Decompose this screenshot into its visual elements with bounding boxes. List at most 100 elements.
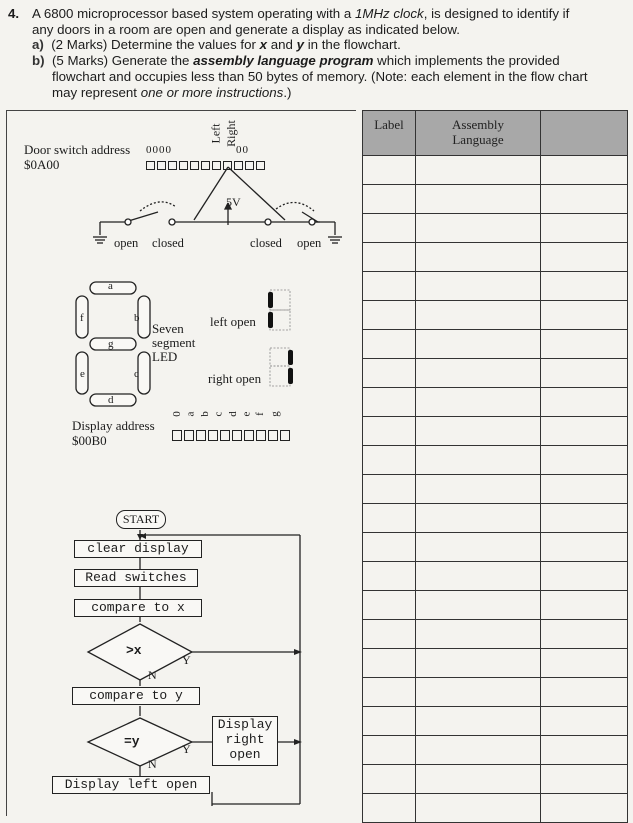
decision-y-yes: Y [182, 742, 191, 756]
part-a: a) (2 Marks) Determine the values for x … [32, 37, 632, 53]
extra-cell[interactable] [540, 329, 628, 359]
extra-cell[interactable] [540, 213, 628, 243]
extra-cell[interactable] [540, 619, 628, 649]
label-cell[interactable] [362, 474, 416, 504]
part-a-x: x [259, 37, 268, 52]
extra-cell[interactable] [540, 706, 628, 736]
label-cell[interactable] [362, 242, 416, 272]
switch-bit-zeros: 0000 [146, 144, 172, 156]
extra-cell[interactable] [540, 793, 628, 823]
assembly-cell[interactable] [415, 271, 541, 301]
assembly-cell[interactable] [415, 445, 541, 475]
table-row [362, 532, 628, 562]
label-cell[interactable] [362, 445, 416, 475]
assembly-cell[interactable] [415, 735, 541, 765]
assembly-cell[interactable] [415, 184, 541, 214]
label-cell[interactable] [362, 648, 416, 678]
label-cell[interactable] [362, 300, 416, 330]
table-row [362, 619, 628, 649]
assembly-cell[interactable] [415, 416, 541, 446]
label-cell[interactable] [362, 706, 416, 736]
label-cell[interactable] [362, 735, 416, 765]
assembly-cell[interactable] [415, 764, 541, 794]
label-cell[interactable] [362, 503, 416, 533]
assembly-cell[interactable] [415, 155, 541, 185]
label-cell[interactable] [362, 387, 416, 417]
label-cell[interactable] [362, 590, 416, 620]
extra-cell[interactable] [540, 532, 628, 562]
table-row [362, 474, 628, 504]
label-cell[interactable] [362, 329, 416, 359]
assembly-cell[interactable] [415, 648, 541, 678]
seg-f-label: f [80, 312, 84, 324]
part-a-end: in the flowchart. [304, 37, 401, 52]
extra-cell[interactable] [540, 358, 628, 388]
label-cell[interactable] [362, 184, 416, 214]
label-cell[interactable] [362, 416, 416, 446]
assembly-cell[interactable] [415, 503, 541, 533]
header-extra [540, 110, 628, 156]
extra-cell[interactable] [540, 416, 628, 446]
assembly-cell[interactable] [415, 242, 541, 272]
part-b-line3: may represent one or more instructions.) [52, 85, 632, 101]
label-cell[interactable] [362, 271, 416, 301]
extra-cell[interactable] [540, 445, 628, 475]
part-a-and: and [267, 37, 297, 52]
extra-cell[interactable] [540, 184, 628, 214]
table-row [362, 242, 628, 272]
label-cell[interactable] [362, 358, 416, 388]
extra-cell[interactable] [540, 242, 628, 272]
extra-cell[interactable] [540, 561, 628, 591]
extra-cell[interactable] [540, 677, 628, 707]
label-cell[interactable] [362, 793, 416, 823]
seg-e-label: e [80, 368, 85, 380]
assembly-cell[interactable] [415, 387, 541, 417]
table-row [362, 387, 628, 417]
question-number: 4. [8, 6, 20, 21]
right-open-label: open [297, 236, 322, 250]
label-cell[interactable] [362, 532, 416, 562]
assembly-cell[interactable] [415, 706, 541, 736]
extra-cell[interactable] [540, 155, 628, 185]
extra-cell[interactable] [540, 735, 628, 765]
extra-cell[interactable] [540, 271, 628, 301]
extra-cell[interactable] [540, 764, 628, 794]
label-cell[interactable] [362, 677, 416, 707]
assembly-cell[interactable] [415, 329, 541, 359]
compare-x-text: compare to x [91, 600, 185, 615]
assembly-cell[interactable] [415, 677, 541, 707]
table-row [362, 155, 628, 185]
switch-circuit [93, 166, 342, 244]
table-row [362, 561, 628, 591]
assembly-cell[interactable] [415, 213, 541, 243]
extra-cell[interactable] [540, 387, 628, 417]
assembly-cell[interactable] [415, 793, 541, 823]
table-row [362, 793, 628, 823]
left-closed-label: closed [152, 236, 184, 250]
assembly-cell[interactable] [415, 358, 541, 388]
door-switch-label: Door switch address $0A00 [24, 142, 130, 172]
label-cell[interactable] [362, 213, 416, 243]
extra-cell[interactable] [540, 300, 628, 330]
assembly-cell[interactable] [415, 619, 541, 649]
extra-cell[interactable] [540, 590, 628, 620]
label-cell[interactable] [362, 561, 416, 591]
assembly-cell[interactable] [415, 474, 541, 504]
extra-cell[interactable] [540, 648, 628, 678]
label-cell[interactable] [362, 764, 416, 794]
label-cell[interactable] [362, 155, 416, 185]
extra-cell[interactable] [540, 474, 628, 504]
decision-y-label: =y [124, 734, 140, 749]
part-a-label: a) [32, 37, 44, 52]
assembly-cell[interactable] [415, 561, 541, 591]
header-assembly: Assembly Language [415, 110, 541, 156]
label-cell[interactable] [362, 619, 416, 649]
table-row [362, 706, 628, 736]
assembly-cell[interactable] [415, 532, 541, 562]
seg-c-label: c [134, 368, 139, 380]
part-b-label: b) [32, 53, 45, 68]
assembly-cell[interactable] [415, 300, 541, 330]
extra-cell[interactable] [540, 503, 628, 533]
assembly-cell[interactable] [415, 590, 541, 620]
table-row [362, 764, 628, 794]
